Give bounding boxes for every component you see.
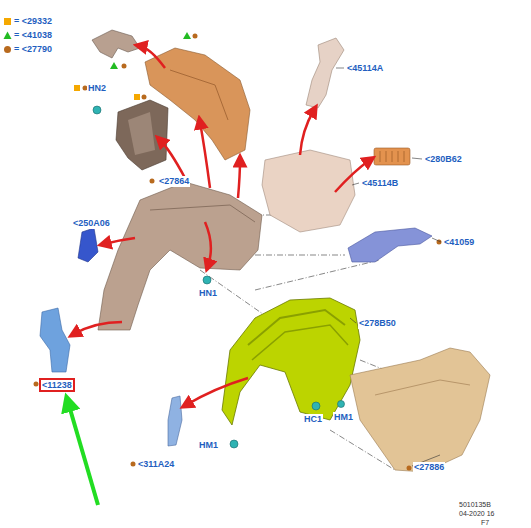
- drawing-reference: F7: [480, 519, 490, 527]
- fastener-code: HC1: [303, 414, 323, 425]
- part-number: <27864: [158, 176, 190, 187]
- part-number: <278B50: [358, 318, 397, 329]
- legend-text: = <41038: [14, 30, 52, 41]
- part-number: <311A24: [137, 459, 175, 470]
- fastener-code: HM1: [333, 412, 354, 423]
- fastener-code: HN1: [198, 288, 218, 299]
- part-number: <45114B: [361, 178, 399, 189]
- part-number: <45114A: [346, 63, 384, 74]
- part-number: <11238: [39, 378, 75, 392]
- drawing-reference: 5010135B: [458, 501, 492, 509]
- part-number: <41059: [443, 237, 475, 248]
- legend-swatch: [3, 45, 12, 54]
- part-number: <27886: [413, 462, 445, 473]
- legend-swatch: [3, 17, 12, 26]
- legend-text: = <29332: [14, 16, 52, 27]
- legend-swatch: [3, 31, 12, 40]
- fastener-code: HN2: [87, 83, 107, 94]
- legend-text: = <27790: [14, 44, 52, 55]
- fastener-code: HM1: [198, 440, 219, 451]
- part-number: <280B62: [424, 154, 463, 165]
- drawing-reference: 04-2020 16: [458, 510, 495, 518]
- part-number: <250A06: [72, 218, 111, 229]
